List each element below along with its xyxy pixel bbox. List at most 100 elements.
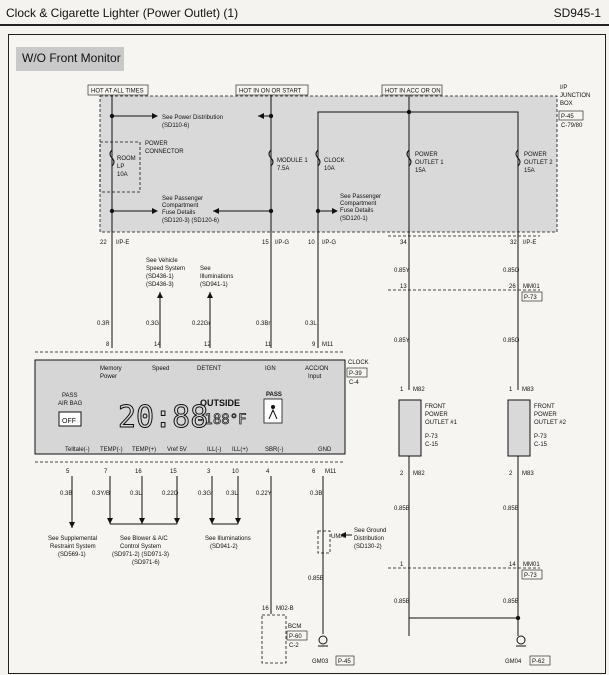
wire-022y: 0.22Y <box>256 491 272 497</box>
arrowhead-blower-1 <box>107 518 113 524</box>
clock-display-temp: -188°F <box>196 412 247 428</box>
gm03-ref: P-45 <box>338 659 351 665</box>
src-acc-on-box <box>381 84 443 96</box>
jb-ref-2: C-79/80 <box>561 123 583 129</box>
note-illum-bottom-2: (SD941-2) <box>210 544 238 550</box>
arrowhead-illum-2 <box>235 518 241 524</box>
fuse-module1-2: 7.5A <box>277 166 289 172</box>
mm01-b-ref-box <box>521 569 543 580</box>
arrowhead-srs <box>69 522 75 528</box>
fuse-module1-1: MODULE 1 <box>277 158 308 164</box>
clock-bot-pin-16: 16 <box>135 469 142 475</box>
clock-airbag-2: AIR BAG <box>58 401 83 407</box>
note-pcfd-left-2: Compartment <box>162 203 199 209</box>
outlet2-name-2: POWER <box>534 412 557 418</box>
src-on-start: HOT IN ON OR START <box>239 89 302 95</box>
outlet1-conn-top: M82 <box>413 387 425 393</box>
note-illum-top-2: Illuminations <box>200 274 233 280</box>
clock-display-time: 20:88 <box>118 400 208 435</box>
outlet2-name-1: FRONT <box>534 404 555 410</box>
arrowhead-ground-dist <box>340 532 346 538</box>
fuse-module1 <box>268 149 274 167</box>
jb-pin-22: 22 <box>100 240 107 246</box>
arrowhead-vss <box>157 292 163 298</box>
outlet1-pin-top: 1 <box>400 387 404 393</box>
wire-085b-2: 0.85B <box>503 506 519 512</box>
outlet1-body <box>398 399 422 457</box>
wire-03gr: 0.3Gr <box>198 491 213 497</box>
clock-bot-pin-3: 3 <box>207 469 211 475</box>
gm04-label: GM04 <box>505 659 522 665</box>
clock-airbag-off-box <box>58 411 82 427</box>
fuse-outlet1-2: OUTLET 1 <box>415 160 444 166</box>
outlet1-name-3: OUTLET #1 <box>425 420 458 426</box>
note-ground-dist-1: See Ground <box>354 528 386 534</box>
clock-ref-1: P-39 <box>349 371 362 377</box>
fuse-outlet2-1: POWER <box>524 152 547 158</box>
uma-box <box>317 530 331 554</box>
subtitle-box <box>16 47 124 71</box>
clock-airbag-off: OFF <box>62 418 76 425</box>
jb-pin-10: 10 <box>308 240 315 246</box>
clock-conn-m11: M11 <box>322 342 334 348</box>
wire-03l-b: 0.3L <box>130 491 142 497</box>
note-vss-3: (SD436-1) <box>146 274 174 280</box>
fuse-outlet2-2: OUTLET 2 <box>524 160 553 166</box>
clock-pin-9: 9 <box>312 342 316 348</box>
clock-pass-label: PASS <box>266 392 282 398</box>
arrowhead-illum-top <box>207 292 213 298</box>
outlet2-ref-1: P-73 <box>534 434 547 440</box>
diagram-title: Clock & Cigarette Lighter (Power Outlet)… <box>6 6 239 20</box>
wire-03br: 0.3Br <box>256 321 270 327</box>
clock-bot-conn-m11: M11 <box>325 469 337 475</box>
jb-label-2: JUNCTION <box>560 93 590 99</box>
arrowhead-pcfd-right <box>332 208 338 214</box>
fuse-clock-2: 10A <box>324 166 335 172</box>
fuse-outlet1 <box>406 149 412 167</box>
clock-bot-pin-4: 4 <box>266 469 270 475</box>
gm03-label: GM03 <box>312 659 329 665</box>
jb-pin-34: 34 <box>400 240 407 246</box>
bcm-pin-16: 16 <box>262 606 269 612</box>
wire-03b: 0.3B <box>60 491 72 497</box>
fuse-outlet2 <box>515 149 521 167</box>
clock-bot-label-ill-neg: ILL(-) <box>207 447 221 453</box>
clock-bot-pin-6: 6 <box>312 469 316 475</box>
splice-ground-right <box>515 615 521 621</box>
clock-airbag-1: PASS <box>62 393 78 399</box>
note-power-dist-2: (SD110-6) <box>162 123 189 129</box>
wire-085y-a: 0.85Y <box>394 268 410 274</box>
jb-label-3: BOX <box>560 101 573 107</box>
clock-bot-pin-15: 15 <box>170 469 177 475</box>
wire-03yb: 0.3Y/B <box>92 491 110 497</box>
clock-pin-12: 12 <box>204 342 211 348</box>
note-srs-3: (SD569-1) <box>58 552 86 558</box>
header-rule <box>0 24 609 26</box>
clock-top-label-detent: DETENT <box>197 366 221 372</box>
clock-body <box>34 359 346 455</box>
fuse-clock-1: CLOCK <box>324 158 345 164</box>
mm01-pin-26: 26 <box>509 284 516 290</box>
mm01-b-name: MM01 <box>523 562 540 568</box>
note-blower-4: (SD971-6) <box>132 560 160 566</box>
note-power-dist-1: See Power Distribution <box>162 115 223 121</box>
splice-3 <box>406 109 412 115</box>
bcm-box <box>261 614 287 664</box>
note-pcfd-left-1: See Passenger <box>162 196 203 202</box>
outlet1-pin-bot: 2 <box>400 471 404 477</box>
clock-pass-icon-head <box>271 405 275 409</box>
clock-bot-label-sbr: SBR(-) <box>265 447 283 453</box>
power-connector-box <box>99 141 141 193</box>
outlet1-ref-1: P-73 <box>425 434 438 440</box>
outlet1-ref-2: C-15 <box>425 442 439 448</box>
note-illum-bottom-1: See Illuminations <box>205 536 251 542</box>
clock-label: CLOCK <box>348 360 369 366</box>
clock-bot-pin-7: 7 <box>104 469 108 475</box>
jb-pin-32: 32 <box>510 240 517 246</box>
note-ground-dist-2: Distribution <box>354 536 384 542</box>
clock-top-label-memory-1: Memory <box>100 366 122 372</box>
jb-ref-1: P-45 <box>561 114 574 120</box>
src-acc-on: HOT IN ACC OR ON <box>385 89 441 95</box>
bcm-ref-box <box>286 630 308 641</box>
